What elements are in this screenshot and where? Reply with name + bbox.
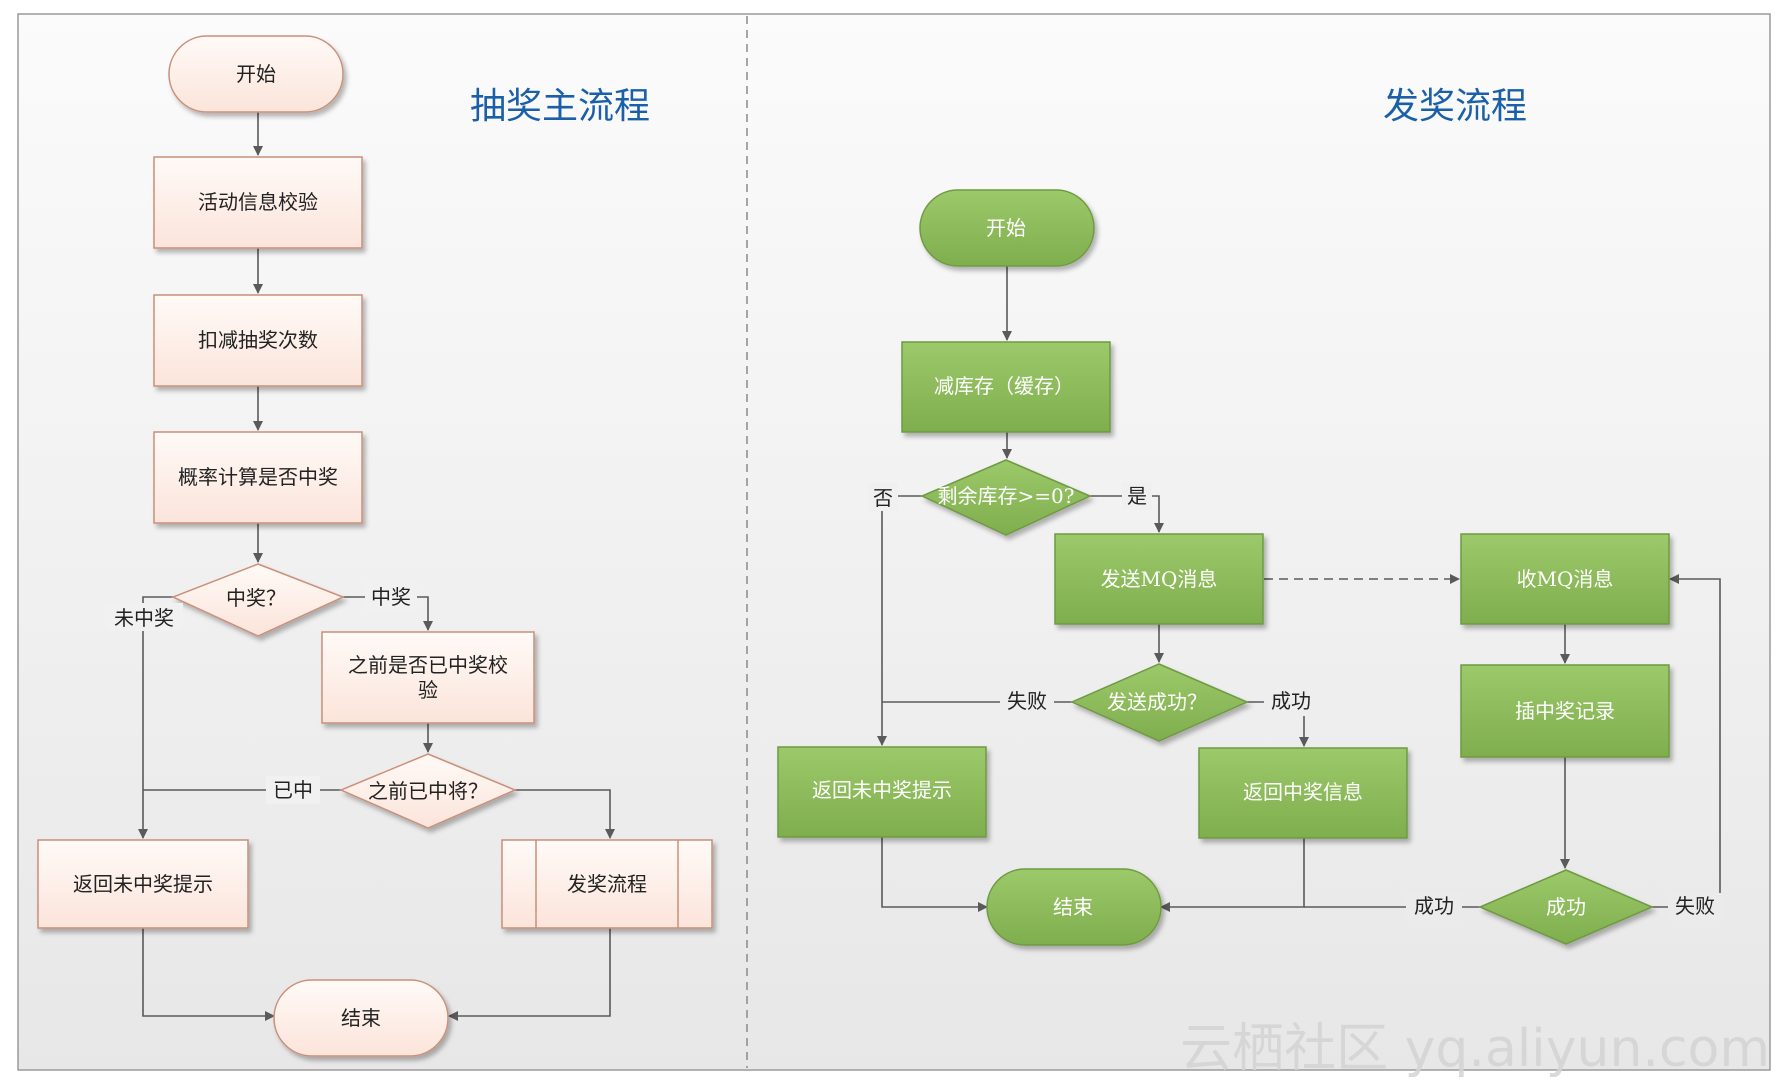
prev-won-decision[interactable]: 之前已中将？	[339, 753, 517, 829]
success-check-decision[interactable]: 成功	[1478, 869, 1654, 945]
right-end-node[interactable]: 结束	[986, 868, 1162, 946]
stock-check-label: 剩余库存>=0?	[938, 484, 1075, 508]
label-send-fail: 失败	[1007, 689, 1047, 713]
return-win-info-node[interactable]: 返回中奖信息	[1198, 747, 1408, 839]
reduce-stock-node[interactable]: 减库存（缓存）	[901, 341, 1111, 433]
check-prev-win-node[interactable]: 之前是否已中奖校 验	[321, 631, 535, 724]
receive-mq-node[interactable]: 收MQ消息	[1460, 533, 1670, 625]
label-not-win: 未中奖	[114, 606, 174, 630]
edge-stockcheck-yes	[1090, 495, 1164, 533]
edge-prevwon-to-issue	[515, 789, 615, 839]
receive-mq-label: 收MQ消息	[1517, 567, 1614, 591]
left-return-no-win-label: 返回未中奖提示	[73, 872, 213, 896]
send-mq-node[interactable]: 发送MQ消息	[1054, 533, 1264, 625]
return-win-info-label: 返回中奖信息	[1243, 780, 1363, 804]
send-success-label: 发送成功？	[1107, 690, 1207, 714]
check-prev-win-label-line1: 之前是否已中奖校	[348, 653, 508, 677]
edge-issue-to-end	[448, 928, 611, 1021]
label-already-won: 已中	[273, 778, 313, 802]
label-final-success: 成功	[1414, 894, 1454, 918]
send-mq-label: 发送MQ消息	[1101, 567, 1218, 591]
is-win-decision[interactable]: 中奖？	[171, 563, 345, 637]
edge-iswin-to-return	[138, 596, 173, 839]
label-win: 中奖	[371, 585, 411, 609]
deduct-count-label: 扣减抽奖次数	[198, 328, 318, 352]
verify-activity-node[interactable]: 活动信息校验	[153, 156, 363, 249]
left-start-label: 开始	[236, 62, 276, 86]
right-start-label: 开始	[986, 216, 1026, 240]
stock-check-decision[interactable]: 剩余库存>=0?	[920, 459, 1092, 536]
insert-record-label: 插中奖记录	[1515, 699, 1615, 723]
left-start-node[interactable]: 开始	[168, 35, 344, 113]
left-edges	[138, 112, 615, 1021]
reduce-stock-label: 减库存（缓存）	[934, 374, 1074, 398]
left-end-label: 结束	[341, 1006, 381, 1030]
edge-return-to-end	[142, 928, 275, 1021]
left-return-no-win-node[interactable]: 返回未中奖提示	[37, 839, 249, 929]
label-no: 否	[873, 486, 893, 510]
left-end-node[interactable]: 结束	[273, 979, 449, 1057]
label-yes: 是	[1127, 484, 1147, 508]
verify-activity-label: 活动信息校验	[198, 190, 318, 214]
watermark-text: 云栖社区 yq.aliyun.com	[1180, 1019, 1770, 1079]
issue-prize-subprocess-node[interactable]: 发奖流程	[501, 839, 713, 929]
right-section-title: 发奖流程	[1383, 86, 1527, 127]
label-final-fail: 失败	[1675, 894, 1715, 918]
insert-record-node[interactable]: 插中奖记录	[1460, 664, 1670, 758]
issue-prize-subprocess-label: 发奖流程	[567, 872, 647, 896]
left-section-title: 抽奖主流程	[470, 86, 650, 127]
right-start-node[interactable]: 开始	[919, 189, 1095, 267]
edge-rreturn-to-end	[881, 837, 988, 912]
label-send-success: 成功	[1271, 689, 1311, 713]
check-prev-win-label-line2: 验	[418, 678, 438, 702]
probability-node[interactable]: 概率计算是否中奖	[153, 431, 363, 524]
success-check-label: 成功	[1546, 895, 1586, 919]
right-end-label: 结束	[1053, 895, 1093, 919]
left-nodes: 开始 活动信息校验 扣减抽奖次数 概率计算是否中奖 中奖？ 之前是否已中奖校 验…	[37, 35, 713, 1057]
prev-won-label: 之前已中将？	[368, 779, 488, 803]
probability-label: 概率计算是否中奖	[178, 465, 338, 489]
is-win-label: 中奖？	[226, 586, 286, 610]
right-return-no-win-node[interactable]: 返回未中奖提示	[777, 746, 987, 838]
right-nodes: 开始 减库存（缓存） 剩余库存>=0? 发送MQ消息 发送成功？ 返回未中奖提示…	[777, 189, 1670, 946]
send-success-decision[interactable]: 发送成功？	[1070, 663, 1249, 742]
right-return-no-win-label: 返回未中奖提示	[812, 778, 952, 802]
deduct-count-node[interactable]: 扣减抽奖次数	[153, 294, 363, 387]
